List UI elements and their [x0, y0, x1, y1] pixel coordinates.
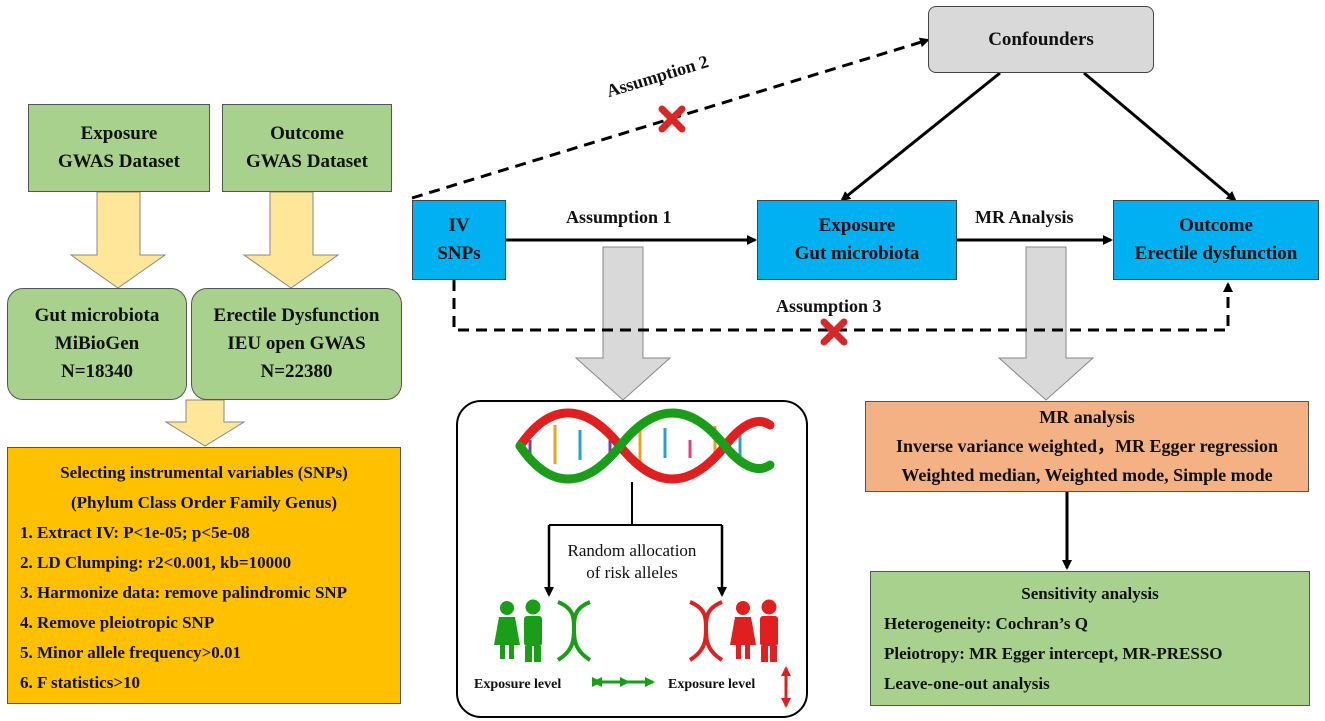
block-arrow-exposure [69, 191, 167, 289]
outcome-box-line1: Outcome [1179, 215, 1253, 236]
iv-snps-box: IV SNPs [412, 200, 506, 280]
cross-icon-assumption2 [658, 105, 686, 133]
dna-small-icon-red [688, 600, 724, 662]
selecting-item: 2. LD Clumping: r2<0.001, kb=10000 [20, 553, 292, 572]
ed-box-line1: Erectile Dysfunction [213, 305, 380, 326]
branch-lines [549, 482, 722, 526]
selecting-item: 5. Minor allele frequency>0.01 [20, 643, 242, 662]
confounders-label: Confounders [988, 28, 1094, 50]
iv-line1: IV [448, 215, 470, 236]
mr-box-line1: Inverse variance weighted，MR Egger regre… [896, 436, 1278, 456]
selecting-title: Selecting instrumental variables (SNPs) [60, 463, 348, 482]
arrow-confounders-exposure [840, 71, 1001, 202]
random-allocation-label: Random allocation of risk alleles [555, 540, 709, 584]
outcome-dataset-line1: Outcome [270, 123, 344, 144]
people-icon-green [494, 599, 542, 662]
ed-box-line2: IEU open GWAS [227, 333, 366, 354]
gut-microbiota-source-box: Gut microbiota MiBioGen N=18340 [7, 288, 187, 400]
gut-box-line3: N=18340 [60, 361, 134, 382]
dna-helix-icon [515, 408, 775, 484]
exposure-box-line2: Gut microbiota [794, 243, 920, 264]
sensitivity-item: Leave-one-out analysis [884, 673, 1050, 693]
erectile-dysfunction-source-box: Erectile Dysfunction IEU open GWAS N=223… [191, 288, 402, 400]
selecting-subtitle: (Phylum Class Order Family Genus) [70, 493, 338, 512]
exposure-box-line1: Exposure [818, 215, 896, 236]
people-icon-red [730, 599, 778, 662]
confounders-box: Confounders [928, 6, 1154, 73]
exposure-level-right-label: Exposure level [668, 677, 756, 692]
sensitivity-list: Heterogeneity: Cochran’s Q Pleiotropy: M… [871, 609, 1223, 699]
exposure-dataset-line1: Exposure [80, 123, 158, 144]
assumption3-label: Assumption 3 [776, 296, 882, 316]
block-arrow-selecting [164, 399, 246, 447]
assumption1-label: Assumption 1 [566, 207, 672, 227]
mr-analysis-box: MR analysis Inverse variance weighted，MR… [865, 401, 1309, 492]
outcome-dataset-line2: GWAS Dataset [246, 151, 368, 172]
block-arrow-outcome [242, 191, 340, 289]
sensitivity-item: Heterogeneity: Cochran’s Q [884, 613, 1088, 633]
gut-box-line1: Gut microbiota [34, 305, 160, 326]
gut-box-line2: MiBioGen [54, 333, 140, 354]
selecting-criteria-list: 1. Extract IV: P<1e-05; p<5e-08 2. LD Cl… [8, 518, 347, 698]
cross-icon-assumption3 [820, 318, 848, 346]
ed-box-line3: N=22380 [260, 361, 333, 382]
dna-small-icon-green [556, 600, 592, 662]
arrow-confounders-outcome [1083, 71, 1237, 202]
selecting-item: 6. F statistics>10 [20, 673, 141, 692]
exposure-gut-box: Exposure Gut microbiota [757, 200, 957, 280]
exposure-level-left-label: Exposure level [474, 677, 562, 692]
block-arrow-random-allocation [574, 246, 672, 401]
selecting-iv-box: Selecting instrumental variables (SNPs) … [7, 447, 401, 704]
outcome-ed-box: Outcome Erectile dysfunction [1113, 200, 1319, 280]
random-allocation-line2: of risk alleles [586, 563, 678, 582]
mr-analysis-label: MR Analysis [975, 207, 1074, 227]
random-allocation-panel [456, 400, 808, 718]
sensitivity-analysis-box: Sensitivity analysis Heterogeneity: Coch… [870, 571, 1310, 706]
mr-box-title: MR analysis [1039, 407, 1135, 427]
mr-box-line2: Weighted median, Weighted mode, Simple m… [901, 465, 1273, 485]
exposure-dataset-box: Exposure GWAS Dataset [28, 104, 210, 192]
iv-line2: SNPs [437, 243, 481, 264]
selecting-item: 1. Extract IV: P<1e-05; p<5e-08 [20, 523, 250, 542]
block-arrow-mr-analysis [997, 246, 1095, 401]
sensitivity-item: Pleiotropy: MR Egger intercept, MR-PRESS… [884, 643, 1223, 663]
selecting-item: 4. Remove pleiotropic SNP [20, 613, 215, 632]
outcome-box-line2: Erectile dysfunction [1134, 243, 1298, 264]
exposure-dataset-line2: GWAS Dataset [58, 151, 180, 172]
arrow-assumption3 [452, 280, 1233, 332]
sensitivity-title: Sensitivity analysis [1021, 583, 1159, 603]
random-allocation-line1: Random allocation [567, 541, 697, 560]
outcome-dataset-box: Outcome GWAS Dataset [222, 104, 392, 192]
selecting-item: 3. Harmonize data: remove palindromic SN… [20, 583, 348, 602]
